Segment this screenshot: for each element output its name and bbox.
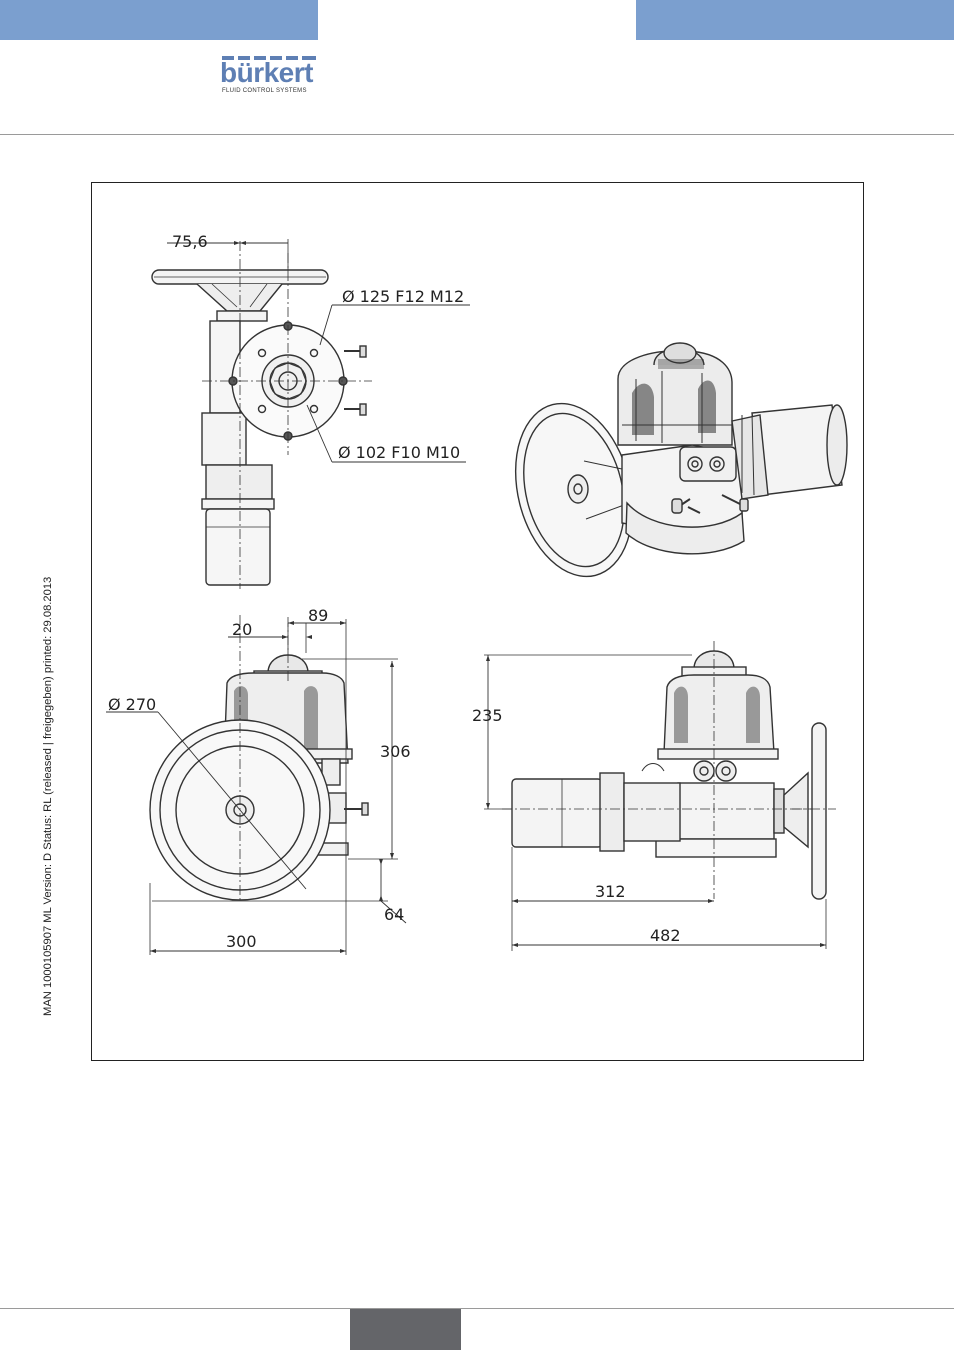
- footer-rule: [0, 1308, 954, 1309]
- dim-300: 300: [226, 932, 257, 951]
- dim-diameter-270: Ø 270: [108, 695, 156, 714]
- dim-64: 64: [384, 905, 404, 924]
- brand-name: bürkert: [220, 58, 313, 88]
- footer-page-tab: [350, 1309, 461, 1350]
- dim-20: 20: [232, 620, 252, 639]
- dimension-drawing: 75,6 Ø 125 F12 M12 Ø 102 F10 M10: [92, 183, 863, 1060]
- dim-312: 312: [595, 882, 626, 901]
- label-flange-125: Ø 125 F12 M12: [342, 287, 464, 306]
- dimension-drawing-frame: 75,6 Ø 125 F12 M12 Ø 102 F10 M10: [91, 182, 864, 1061]
- header-rule: [0, 134, 954, 135]
- dim-306: 306: [380, 742, 411, 761]
- dim-89: 89: [308, 606, 328, 625]
- header-band-right: [636, 0, 954, 40]
- dim-75-6: 75,6: [172, 232, 208, 251]
- document-status-note: MAN 1000105907 ML Version: D Status: RL …: [42, 577, 54, 1016]
- isometric-view: [498, 343, 847, 589]
- dim-235: 235: [472, 706, 503, 725]
- top-view: [484, 641, 836, 951]
- brand-logo: bürkert FLUID CONTROL SYSTEMS: [220, 56, 320, 96]
- brand-tagline: FLUID CONTROL SYSTEMS: [222, 88, 307, 94]
- dim-482: 482: [650, 926, 681, 945]
- front-view: [106, 615, 406, 955]
- label-flange-102: Ø 102 F10 M10: [338, 443, 460, 462]
- header-band-left: [0, 0, 318, 40]
